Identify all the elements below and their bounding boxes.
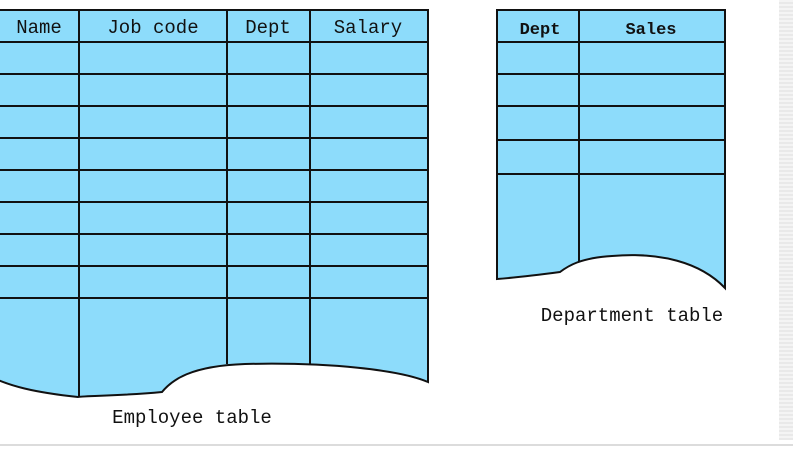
employee-table-row-lines: [0, 41, 428, 299]
employee-header-dept: Dept: [245, 17, 291, 39]
department-header-sales: Sales: [625, 21, 676, 40]
employee-header-name: Name: [16, 17, 62, 39]
employee-header-job-code: Job code: [107, 17, 198, 39]
department-table: Dept Sales Department table: [496, 9, 726, 327]
department-table-row-lines: [497, 41, 725, 175]
employee-header-salary: Salary: [334, 17, 402, 39]
employee-table-body: [0, 9, 429, 399]
employee-table-caption: Employee table: [112, 407, 272, 429]
department-table-caption: Department table: [541, 305, 723, 327]
employee-table-column-lines: [78, 10, 311, 397]
department-header-dept: Dept: [520, 21, 561, 40]
bottom-divider: [0, 444, 793, 446]
vertical-scrollbar[interactable]: [779, 0, 793, 440]
employee-table: Name Job code Dept Salary Employee table: [0, 9, 429, 429]
department-table-body: [496, 9, 726, 291]
